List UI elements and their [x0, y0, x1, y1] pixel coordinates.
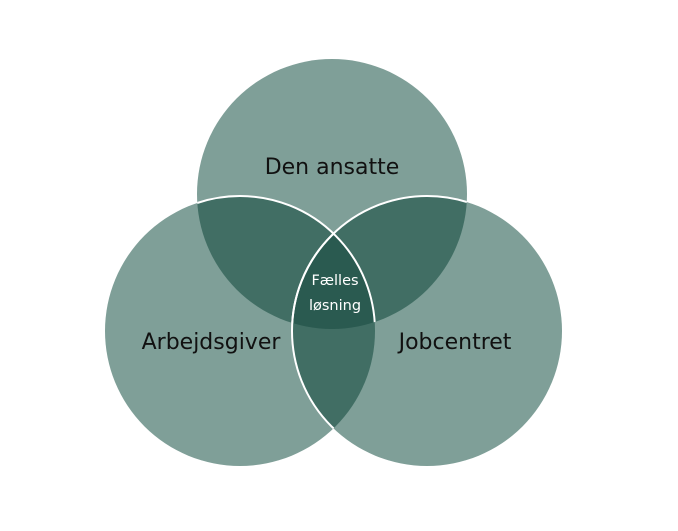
label-arbejdsgiver: Arbejdsgiver — [142, 330, 282, 355]
outline-jobcentret-left — [291, 196, 375, 466]
label-jobcentret: Jobcentret — [397, 330, 512, 355]
outline-jobcentret-top — [291, 195, 467, 329]
label-den-ansatte: Den ansatte — [265, 155, 400, 180]
overlap-top-right — [292, 196, 467, 329]
center-label-line1: Fælles — [311, 273, 358, 289]
outline-arbejdsgiver — [197, 195, 376, 329]
center-label-line2: løsning — [309, 298, 361, 314]
overlap-top-left — [197, 196, 375, 329]
